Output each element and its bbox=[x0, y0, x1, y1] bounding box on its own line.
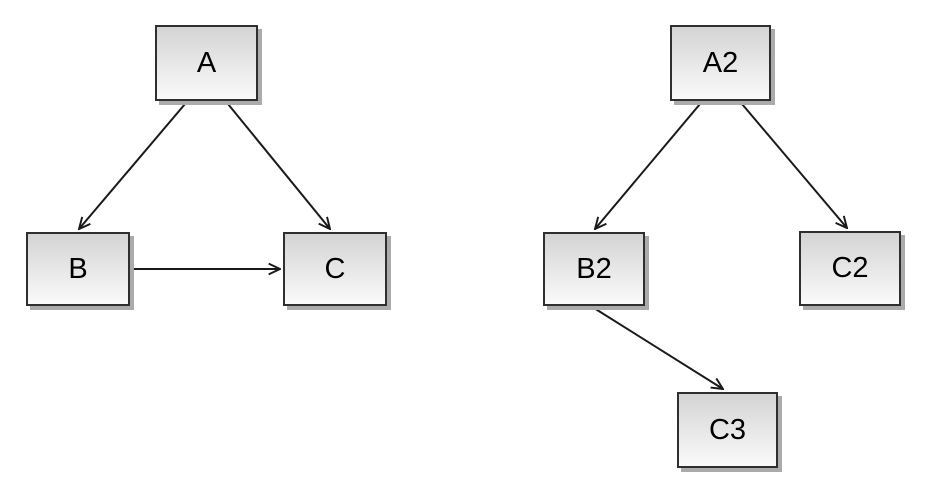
node-C2: C2 bbox=[799, 231, 901, 306]
node-label-A: A bbox=[196, 46, 217, 79]
node-label-C3: C3 bbox=[708, 413, 747, 446]
node-C: C bbox=[283, 232, 387, 306]
node-C3: C3 bbox=[677, 392, 778, 468]
node-label-A2: A2 bbox=[702, 46, 739, 79]
node-label-C: C bbox=[324, 252, 346, 285]
node-A2: A2 bbox=[670, 25, 771, 101]
node-label-B: B bbox=[68, 252, 88, 285]
node-B2: B2 bbox=[543, 232, 645, 306]
node-label-C2: C2 bbox=[831, 252, 869, 284]
node-label-B2: B2 bbox=[576, 252, 612, 285]
node-A: A bbox=[155, 25, 258, 101]
node-B: B bbox=[26, 232, 130, 306]
